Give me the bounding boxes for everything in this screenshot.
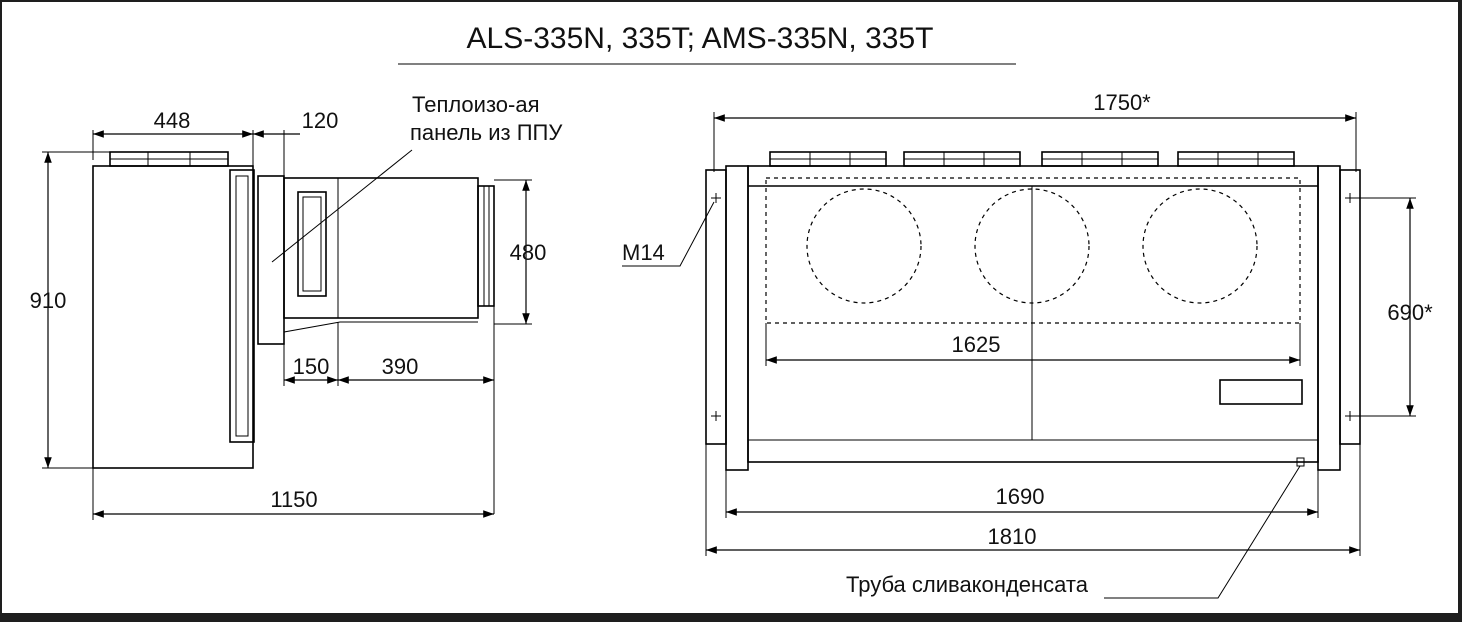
evaporator-outline — [765, 177, 1301, 324]
panel-label-line1: Теплоизо-ая — [412, 92, 540, 117]
drain-leader-line — [1104, 465, 1301, 599]
dim-width-448: 448 — [154, 108, 191, 133]
dim-mount-690: 690* — [1387, 300, 1433, 325]
right-bracket — [1339, 169, 1361, 445]
fan-circle-2 — [974, 188, 1090, 304]
panel-label-line2: панель из ППУ — [410, 120, 563, 145]
dim-evap-480: 480 — [510, 240, 547, 265]
drip-tray — [283, 318, 478, 333]
top-grills — [769, 151, 1295, 167]
left-bracket — [705, 169, 727, 445]
dim-height-910: 910 — [30, 288, 67, 313]
drawing-title: ALS-335N, 335T; AMS-335N, 335T — [467, 22, 934, 55]
evaporator-window — [297, 191, 327, 297]
dim-inner-1625: 1625 — [952, 332, 1001, 357]
fan-circle-3 — [1142, 188, 1258, 304]
paper-sheet — [2, 2, 1458, 613]
side-view: 448 120 910 480 150 390 1150 Теплоизо-ая… — [30, 92, 563, 520]
evaporator-grill — [477, 185, 495, 307]
dim-body-1690: 1690 — [996, 484, 1045, 509]
drain-pipe — [1296, 457, 1305, 467]
control-box — [1219, 379, 1303, 405]
panel-leader-line — [271, 149, 413, 263]
drain-label: Труба сливаконденсата — [846, 572, 1089, 597]
dim-depth-390: 390 — [382, 354, 419, 379]
dim-total-1750: 1750* — [1093, 90, 1151, 115]
bolt-leader-line — [622, 201, 715, 267]
front-view: 1750* 1625 1690 1810 690* M14 Труба слив… — [622, 90, 1433, 599]
dim-total-1810: 1810 — [988, 524, 1037, 549]
dim-total-1150: 1150 — [270, 487, 317, 512]
fan-circle-1 — [806, 188, 922, 304]
insulation-panel — [229, 169, 255, 443]
bolt-label-m14: M14 — [622, 240, 665, 265]
dim-panel-120: 120 — [302, 108, 339, 133]
dim-gap-150: 150 — [293, 354, 330, 379]
